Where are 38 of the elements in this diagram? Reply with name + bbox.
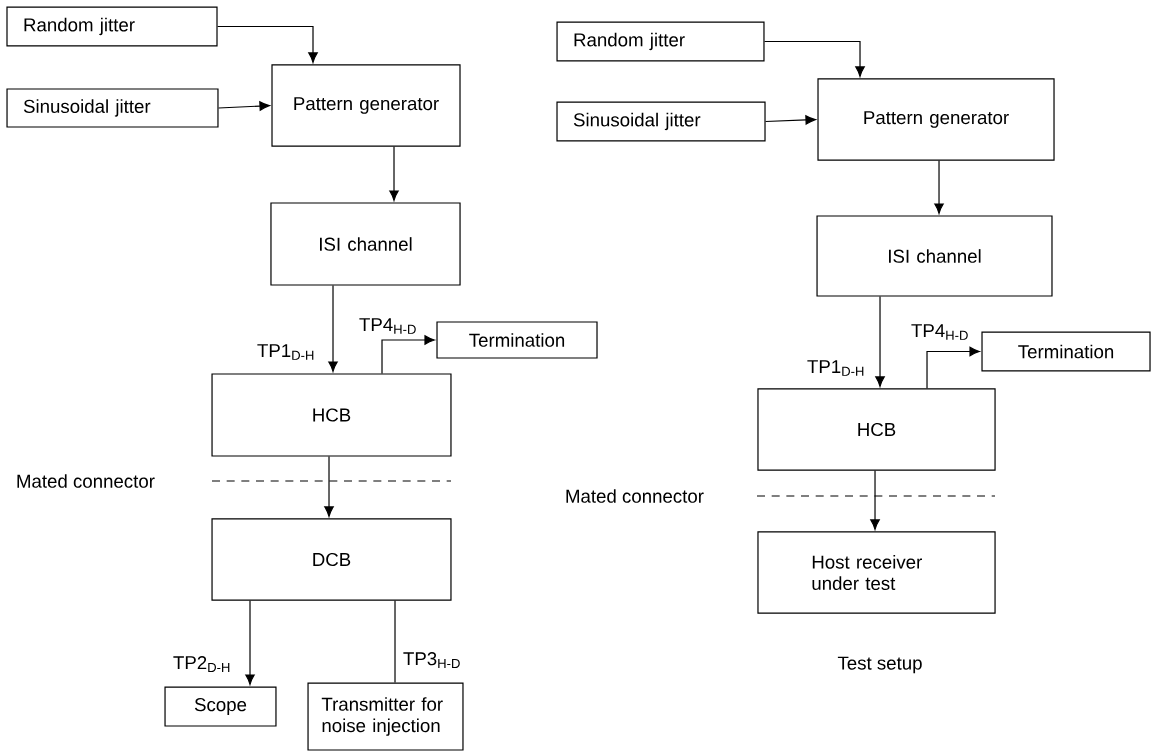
edge-label: TP4$_{H-D}$ — [911, 324, 968, 340]
boundary-label: Mated connector — [17, 474, 155, 488]
process-box: Pattern generator — [271, 64, 461, 147]
process-box: Termination — [436, 321, 598, 359]
arrow — [870, 470, 880, 530]
caption: Test setup — [837, 656, 922, 674]
process-box: Random jitter — [6, 6, 218, 47]
process-box: ISI channel — [816, 215, 1053, 297]
process-box: DCB — [211, 518, 452, 601]
arrow — [381, 335, 435, 374]
edge-label: TP1$_{D-H}$ — [257, 344, 314, 360]
arrow — [324, 456, 334, 517]
process-box: Random jitter — [556, 21, 765, 62]
arrow — [328, 285, 338, 372]
arrow — [389, 146, 399, 201]
process-box: Termination — [981, 331, 1151, 372]
arrow — [926, 346, 980, 389]
process-box: HCB — [757, 388, 996, 471]
process-box: Scope — [164, 686, 277, 727]
process-box: Sinusoidal jitter — [556, 101, 766, 142]
arrow — [764, 40, 865, 77]
edge-label: TP1$_{D-H}$ — [807, 360, 864, 376]
process-box: Transmitter for noise injection — [307, 682, 464, 751]
boundary-label: Mated connector — [566, 489, 704, 503]
arrow — [765, 115, 816, 125]
arrow — [875, 296, 885, 387]
edge-label: TP4$_{H-D}$ — [359, 318, 416, 334]
arrow — [217, 25, 318, 63]
arrow — [934, 160, 944, 214]
process-box: HCB — [211, 373, 452, 457]
edge-label: TP3$_{H-D}$ — [403, 652, 460, 668]
edge-label: TP2$_{D-H}$ — [173, 656, 230, 672]
process-box: ISI channel — [270, 202, 461, 286]
arrow — [245, 600, 255, 685]
arrow — [217, 101, 270, 111]
process-box: Pattern generator — [817, 78, 1055, 161]
process-box: Sinusoidal jitter — [6, 88, 219, 128]
process-box: Host receiver under test — [757, 531, 996, 614]
